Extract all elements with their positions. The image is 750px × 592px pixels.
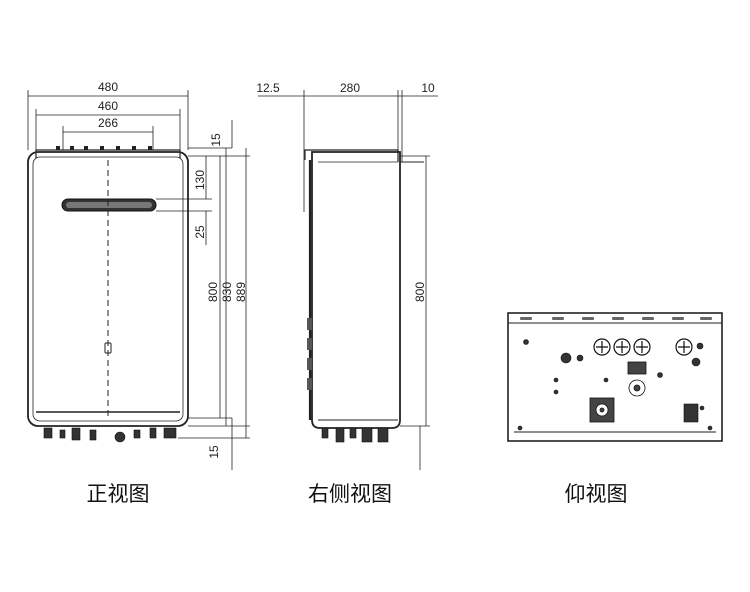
front-dim-889: 889 [234, 282, 248, 302]
front-dim-25: 25 [193, 225, 207, 239]
side-panel-bumps [307, 318, 312, 390]
front-mounting-bracket [35, 149, 181, 158]
front-dim-480: 480 [98, 80, 118, 94]
front-dim-830: 830 [220, 282, 234, 302]
bottom-water-valve [589, 397, 615, 423]
front-dim-15-top: 15 [209, 133, 223, 147]
bottom-body-outline [507, 312, 723, 442]
side-dim-12-5: 12.5 [256, 81, 280, 95]
side-bottom-fittings [321, 427, 389, 443]
bottom-pipe-connections [593, 338, 693, 356]
front-bracket-holes [56, 146, 152, 150]
front-dim-15-bottom: 15 [207, 445, 221, 459]
front-view: 480 460 266 [27, 80, 250, 506]
side-body-outline [311, 151, 401, 429]
bottom-view: 仰视图 [507, 312, 723, 506]
front-dim-800: 800 [206, 282, 220, 302]
front-dim-130: 130 [193, 170, 207, 190]
side-height-dimension [400, 155, 430, 470]
side-view: 12.5 280 10 [256, 81, 438, 506]
front-exhaust-vent-slot [66, 202, 152, 208]
side-wall-bracket [304, 149, 399, 162]
side-dim-800: 800 [413, 282, 427, 302]
bottom-view-caption: 仰视图 [565, 482, 628, 506]
front-width-dimensions [27, 90, 189, 150]
front-dim-460: 460 [98, 99, 118, 113]
bottom-rear-slots [520, 317, 712, 320]
bottom-small-fittings [517, 339, 713, 431]
side-dim-280: 280 [340, 81, 360, 95]
front-height-dimensions [156, 120, 250, 470]
side-depth-dimensions [258, 90, 438, 212]
front-body-inner [32, 156, 184, 422]
bottom-gas-inlet [627, 361, 647, 397]
front-dim-266: 266 [98, 116, 118, 130]
side-dim-10: 10 [421, 81, 435, 95]
front-bottom-fittings [43, 427, 177, 443]
front-view-caption: 正视图 [87, 482, 150, 506]
front-indicator [104, 342, 112, 354]
side-view-caption: 右侧视图 [308, 482, 392, 506]
